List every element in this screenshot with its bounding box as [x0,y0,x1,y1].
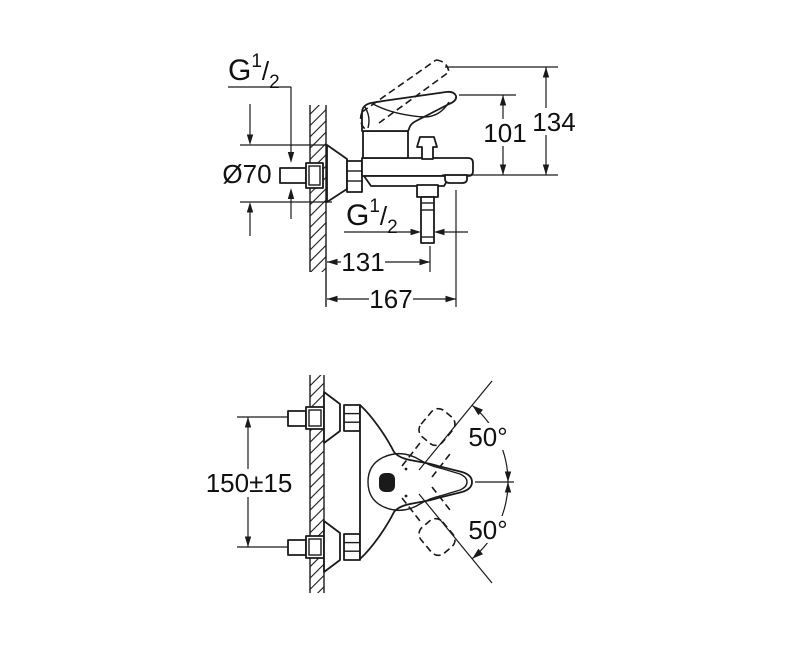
projection-total-label: 167 [369,284,412,314]
dimension-thread-top: G1/2 [228,51,295,219]
wall-section-icon [309,105,327,307]
dimension-diameter-70: Ø70 [222,104,332,236]
dimension-167: 167 [327,190,457,314]
union-nut [346,160,363,193]
height-handle-label: 101 [483,118,526,148]
escutcheon [326,144,348,203]
lever-handle-raised-dashed [359,59,450,130]
connection-spacing-label: 150±15 [206,468,293,498]
dimension-angle-up: 50° [418,380,514,483]
handle-swivel-dashed [401,407,456,557]
body-underside [363,175,451,187]
supply-connection [279,162,324,189]
mixer-body-plan [359,404,473,560]
height-total-label: 134 [532,107,575,137]
plan-view: 150±15 [206,375,514,593]
bath-outlet [444,174,468,184]
supply-connection-lower [287,520,361,573]
dimension-101-134: 101 134 [442,66,578,176]
cartridge-housing [362,130,409,159]
side-view: G1/2 Ø70 101 134 [222,51,578,314]
lever-handle [361,90,458,132]
dimension-thread-outlet: G1/2 [344,196,468,238]
handle-grip-mark [379,473,395,492]
dimension-angle-down: 50° [418,481,512,584]
supply-connection-upper [287,391,361,444]
dimension-131: 131 [327,246,431,277]
mixer-body [361,157,474,177]
swing-angle-up-label: 50° [468,422,507,452]
dimension-150: 150±15 [206,416,303,548]
diameter-label: Ø70 [222,159,271,189]
thread-outlet-label: G1/2 [346,196,398,238]
shower-outlet-pipe [416,184,439,244]
diverter-knob [416,136,438,160]
thread-top-label: G1/2 [228,51,280,93]
swing-angle-down-label: 50° [468,515,507,545]
projection-center-label: 131 [341,247,384,277]
